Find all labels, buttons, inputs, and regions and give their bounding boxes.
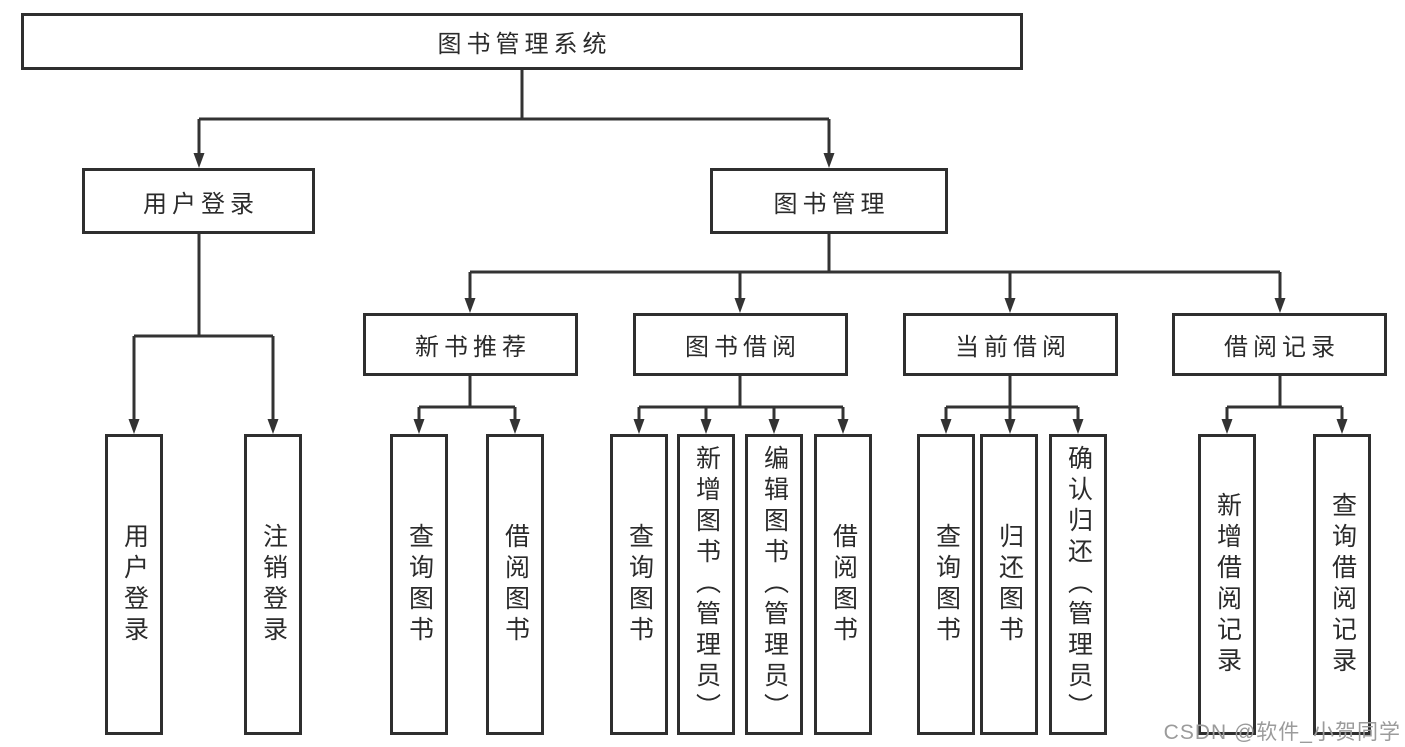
node-book-management-label: 图书管理	[773, 190, 890, 218]
leaf-edit-book-admin-label: 编辑图书（管理员）	[760, 445, 789, 724]
leaf-add-book-admin-label: 新增图书（管理员）	[692, 445, 721, 724]
leaf-logout: 注销登录	[244, 434, 302, 735]
leaf-query-borrow-record: 查询借阅记录	[1313, 434, 1371, 735]
leaf-add-borrow-record-label: 新增借阅记录	[1213, 491, 1242, 678]
leaf-borrowing-query-books: 查询图书	[610, 434, 668, 735]
leaf-logout-label: 注销登录	[259, 522, 288, 647]
leaf-add-book-admin: 新增图书（管理员）	[677, 434, 735, 735]
leaf-user-login: 用户登录	[105, 434, 163, 735]
leaf-add-borrow-record: 新增借阅记录	[1198, 434, 1256, 735]
leaf-user-login-label: 用户登录	[120, 522, 149, 647]
leaf-recommend-borrow-books-label: 借阅图书	[501, 522, 530, 647]
leaf-confirm-return-admin: 确认归还（管理员）	[1049, 434, 1107, 735]
node-current-borrowing: 当前借阅	[903, 313, 1118, 376]
leaf-current-query-books: 查询图书	[917, 434, 975, 735]
leaf-return-book-label: 归还图书	[995, 522, 1024, 647]
node-borrowing-records: 借阅记录	[1172, 313, 1387, 376]
leaf-borrow-books-label: 借阅图书	[829, 522, 858, 647]
node-new-book-recommend-label: 新书推荐	[415, 334, 531, 361]
leaf-borrow-books: 借阅图书	[814, 434, 872, 735]
leaf-current-query-books-label: 查询图书	[932, 522, 961, 647]
node-user-login: 用户登录	[82, 168, 315, 234]
leaf-recommend-query-books: 查询图书	[390, 434, 448, 735]
leaf-borrowing-query-books-label: 查询图书	[625, 522, 654, 647]
node-root-label: 图书管理系统	[437, 31, 612, 58]
leaf-confirm-return-admin-label: 确认归还（管理员）	[1064, 445, 1093, 724]
leaf-return-book: 归还图书	[980, 434, 1038, 735]
leaf-query-borrow-record-label: 查询借阅记录	[1328, 491, 1357, 678]
csdn-watermark: CSDN @软件_小贺同学	[1163, 721, 1401, 744]
node-book-borrowing-label: 图书借阅	[685, 334, 801, 361]
node-book-borrowing: 图书借阅	[633, 313, 848, 376]
leaf-edit-book-admin: 编辑图书（管理员）	[745, 434, 803, 735]
node-current-borrowing-label: 当前借阅	[955, 334, 1071, 361]
leaf-recommend-borrow-books: 借阅图书	[486, 434, 544, 735]
node-borrowing-records-label: 借阅记录	[1224, 334, 1340, 361]
node-root-system: 图书管理系统	[21, 13, 1023, 70]
node-new-book-recommend: 新书推荐	[363, 313, 578, 376]
node-book-management: 图书管理	[710, 168, 948, 234]
node-user-login-label: 用户登录	[143, 190, 259, 218]
leaf-recommend-query-books-label: 查询图书	[405, 522, 434, 647]
